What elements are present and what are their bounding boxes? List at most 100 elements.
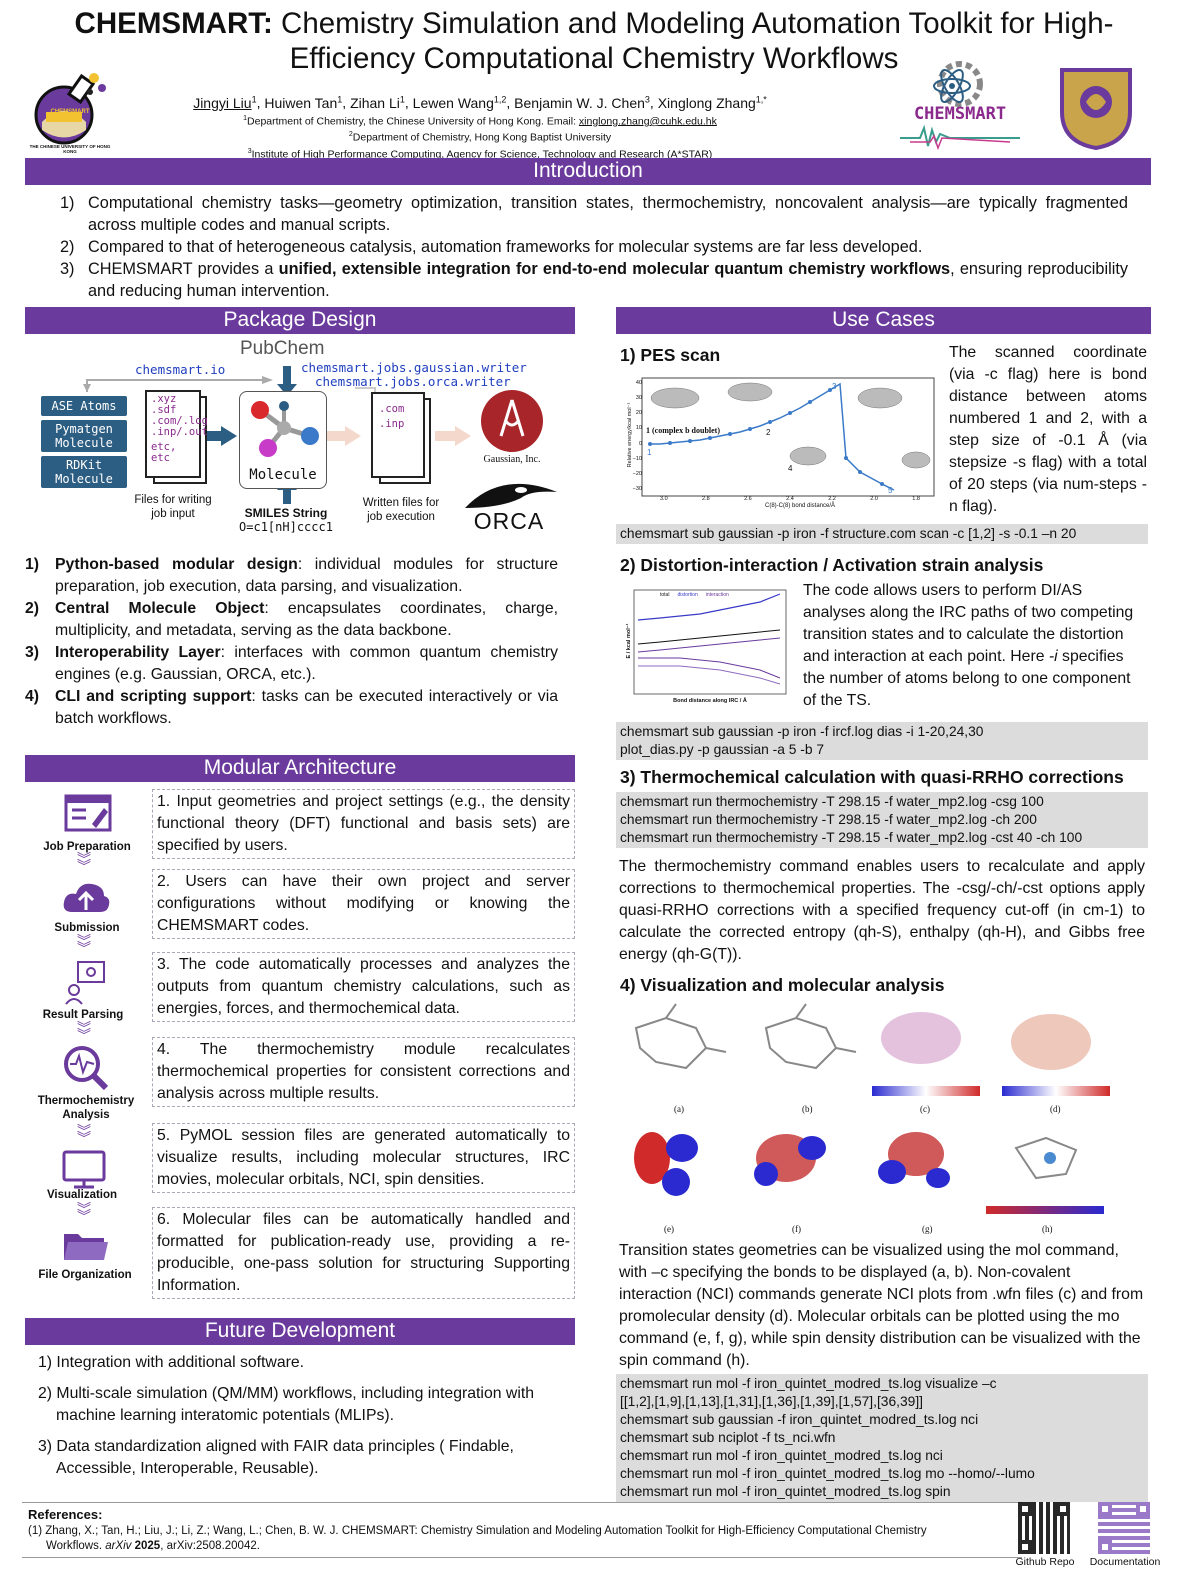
smiles-value: O=c1[nH]cccc1 bbox=[239, 520, 333, 534]
gaussian-logo bbox=[481, 390, 543, 452]
intro-item-3: 3)CHEMSMART provides a unified, extensib… bbox=[60, 260, 1128, 300]
dias-title: 2) Distortion-interaction / Activation s… bbox=[620, 555, 1044, 575]
future-item-1: 1) Integration with additional software. bbox=[38, 1354, 305, 1371]
pes-point-label-5: 5 bbox=[888, 486, 893, 495]
pes-text: The scanned coordinate (via -c flag) her… bbox=[949, 344, 1147, 515]
output-file-doc: .com .inp bbox=[371, 392, 425, 478]
chip-rdkit: RDKit Molecule bbox=[41, 456, 127, 488]
step-box-2: 2. Users can have their own project and … bbox=[152, 869, 575, 939]
usecases-heading: Use Cases bbox=[616, 307, 1151, 334]
intro-item-1: 1)Computational chemistry tasks—geometry… bbox=[60, 194, 1128, 234]
package-list: 1)Python-based modular design: individua… bbox=[25, 554, 558, 730]
author-2: Huiwen Tan1 bbox=[264, 94, 343, 111]
qr-documentation-label: Documentation bbox=[1089, 1556, 1161, 1568]
gaussian-label: Gaussian, Inc. bbox=[483, 454, 541, 465]
pes-point-label-3: 3 bbox=[832, 382, 837, 391]
future-list: 1) Integration with additional software.… bbox=[38, 1352, 578, 1480]
step-box-5: 5. PyMOL session files are generated aut… bbox=[152, 1123, 575, 1193]
panel-label-g: (g) bbox=[922, 1224, 933, 1234]
molecule-icon bbox=[251, 401, 319, 457]
references-box bbox=[22, 1502, 1022, 1558]
dias-commands[interactable]: chemsmart sub gaussian -p iron -f ircf.l… bbox=[616, 722, 1148, 760]
author-4: Lewen Wang1,2 bbox=[412, 94, 507, 111]
panel-label-h: (h) bbox=[1042, 1224, 1053, 1234]
chevron-down-icon: ︾︾ bbox=[77, 851, 91, 874]
site-label: chemsmart.io bbox=[135, 362, 226, 377]
dias-text: The code allows users to perform DI/AS a… bbox=[803, 582, 1134, 709]
intro-item-2: 2)Compared to that of heterogeneous cata… bbox=[60, 238, 923, 256]
references-heading: References: bbox=[28, 1507, 103, 1522]
modular-heading: Modular Architecture bbox=[25, 755, 575, 782]
author-3: Zihan Li1 bbox=[350, 94, 405, 111]
step-box-6: 6. Molecular files can be automatically … bbox=[152, 1207, 575, 1299]
step-box-1: 1. Input geometries and project settings… bbox=[152, 789, 575, 859]
affiliation-3: 3Institute of High Performance Computing… bbox=[247, 147, 713, 161]
panel-label-f: (f) bbox=[792, 1224, 801, 1234]
poster-title: CHEMSMART: Chemistry Simulation and Mode… bbox=[20, 6, 1168, 76]
qr-documentation[interactable] bbox=[1098, 1502, 1150, 1554]
author-list: Jingyi Liu1, Huiwen Tan1, Zihan Li1, Lew… bbox=[120, 90, 840, 161]
upload-cloud-icon bbox=[62, 880, 110, 923]
author-5: Benjamin W. J. Chen3 bbox=[514, 94, 650, 111]
label-visualization: Visualization bbox=[46, 1189, 118, 1201]
title-line-1: Chemistry Simulation and Modeling Automa… bbox=[272, 7, 1114, 40]
molecule-label: Molecule bbox=[249, 467, 317, 483]
pes-title: 1) PES scan bbox=[620, 345, 721, 365]
panel-label-a: (a) bbox=[674, 1104, 684, 1114]
pes-plot bbox=[641, 377, 935, 497]
written-caption: Written files for job execution bbox=[362, 497, 440, 523]
reference-1-line-2: Workflows. arXiv 2025, arXiv:2508.20042. bbox=[46, 1540, 260, 1552]
pubchem-logo: PubChem bbox=[240, 338, 325, 359]
email-link[interactable]: xinglong.zhang@cuhk.edu.hk bbox=[578, 115, 717, 128]
chevron-down-icon: ︾︾ bbox=[77, 1123, 91, 1146]
monitor-icon bbox=[62, 1150, 106, 1195]
pes-point-label-1: 1 bbox=[647, 448, 652, 457]
package-item-1: 1)Python-based modular design: individua… bbox=[25, 556, 558, 595]
orca-label: ORCA bbox=[473, 508, 545, 534]
title-line-2: Efficiency Computational Chemistry Workf… bbox=[289, 42, 899, 75]
viz-commands[interactable]: chemsmart run mol -f iron_quintet_modred… bbox=[616, 1374, 1148, 1502]
input-file-doc: .xyz .sdf .com/.log .inp/.out etc, etc bbox=[145, 390, 208, 478]
viz-panels-graphic bbox=[634, 1003, 1110, 1214]
pes-scan-chart: 1 (complex b doublet) 1 2 3 4 5 C(8)-C(8… bbox=[620, 372, 940, 514]
job-preparation-icon bbox=[60, 792, 112, 841]
thermo-commands[interactable]: chemsmart run thermochemistry -T 298.15 … bbox=[616, 792, 1148, 848]
pes-command[interactable]: chemsmart sub gaussian -p iron -f struct… bbox=[616, 524, 1148, 544]
logo-left-text: CHEMSMART bbox=[50, 109, 90, 115]
affiliation-1: 1Department of Chemistry, the Chinese Un… bbox=[243, 114, 717, 128]
panel-label-e: (e) bbox=[664, 1224, 674, 1234]
future-heading: Future Development bbox=[25, 1318, 575, 1345]
qr-github[interactable] bbox=[1018, 1502, 1070, 1554]
intro-heading: Introduction bbox=[25, 158, 1151, 185]
thermo-title: 3) Thermochemical calculation with quasi… bbox=[620, 767, 1124, 787]
orca-whale-icon bbox=[461, 468, 561, 518]
label-result-parsing: Result Parsing bbox=[42, 1009, 124, 1021]
viz-text: Transition states geometries can be visu… bbox=[619, 1242, 1144, 1369]
step-box-4: 4. The thermochemistry module recalculat… bbox=[152, 1037, 575, 1107]
package-item-4: 4)CLI and scripting support: tasks can b… bbox=[25, 688, 558, 727]
result-parsing-icon bbox=[64, 960, 108, 1011]
pes-point-label-2: 2 bbox=[766, 428, 771, 437]
title-bold: CHEMSMART: bbox=[74, 7, 273, 40]
thermo-text: The thermochemistry command enables user… bbox=[619, 858, 1145, 963]
university-crest bbox=[1058, 66, 1134, 151]
logo-center-text: CHEMSMART bbox=[913, 104, 1007, 124]
chemsmart-flask-logo bbox=[28, 70, 110, 150]
future-item-3: 3) Data standardization aligned with FAI… bbox=[38, 1438, 514, 1477]
chemsmart-logo bbox=[890, 58, 1030, 151]
intro-list: 1)Computational chemistry tasks—geometry… bbox=[60, 192, 1128, 302]
author-1: Jingyi Liu1 bbox=[193, 94, 257, 111]
package-heading: Package Design bbox=[25, 307, 575, 334]
viz-panels: (a) (b) (c) (d) (e) (f) (g) (h) bbox=[616, 998, 1148, 1238]
folder-icon bbox=[62, 1228, 108, 1267]
panel-label-b: (b) bbox=[802, 1104, 813, 1114]
reference-1-line-1: (1) Zhang, X.; Tan, H.; Liu, J.; Li, Z.;… bbox=[28, 1525, 927, 1537]
dias-plot bbox=[633, 589, 787, 695]
label-submission: Submission bbox=[54, 922, 120, 934]
step-box-3: 3. The code automatically processes and … bbox=[152, 952, 575, 1022]
package-diagram: PubChem chemsmart.io chemsmart.jobs.gaus… bbox=[25, 336, 575, 546]
